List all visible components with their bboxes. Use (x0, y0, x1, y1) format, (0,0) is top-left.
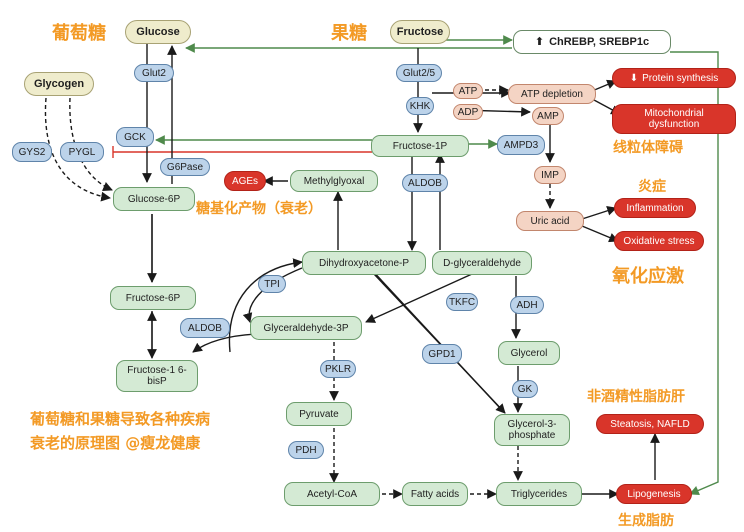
fructose-16-bisp-node: Fructose-1 6-bisP (116, 360, 198, 392)
acetyl-coa-node: Acetyl-CoA (284, 482, 380, 506)
glut25-node: Glut2/5 (396, 64, 442, 82)
arrow-up-icon: ⬆ (534, 35, 545, 48)
glut2-node: Glut2 (134, 64, 174, 82)
glycerol-node: Glycerol (498, 341, 560, 365)
atp-node: ATP (453, 83, 483, 99)
atp-depletion-node: ATP depletion (508, 84, 596, 104)
aldob-left-node: ALDOB (180, 318, 230, 338)
d-glyceraldehyde-node: D-glyceraldehyde (432, 251, 532, 275)
adh-node: ADH (510, 296, 544, 314)
protein-synthesis-label: Protein synthesis (642, 72, 719, 84)
fructose-6p-node: Fructose-6P (110, 286, 196, 310)
inflammation-node: Inflammation (614, 198, 696, 218)
fatty-acids-node: Fatty acids (402, 482, 468, 506)
imp-node: IMP (534, 166, 566, 184)
caption-oxidative-cn: 氧化应激 (612, 266, 684, 287)
triglycerides-node: Triglycerides (496, 482, 582, 506)
glycogen-node: Glycogen (24, 72, 94, 96)
gys2-node: GYS2 (12, 142, 52, 162)
caption-inflammation-cn: 炎症 (638, 179, 666, 195)
gck-node: GCK (116, 127, 154, 147)
caption-ages-cn: 糖基化产物（衰老） (196, 201, 322, 217)
caption-title-line2: 衰老的原理图 @瘦龙健康 (30, 434, 201, 452)
fructose-1p-node: Fructose-1P (371, 135, 469, 157)
chrebp-srebp1c-node: ⬆ ChREBP, SREBP1c (513, 30, 671, 54)
steatosis-nafld-node: Steatosis, NAFLD (596, 414, 704, 434)
caption-title-line1: 葡萄糖和果糖导致各种疾病 (30, 410, 211, 428)
pygl-node: PYGL (60, 142, 104, 162)
protein-synthesis-node: ⬇ Protein synthesis (612, 68, 736, 88)
gk-node: GK (512, 380, 538, 398)
caption-glucose-cn: 葡萄糖 (52, 23, 106, 44)
arrow-chrebp-to-lipogenesis (670, 51, 719, 496)
arrow-down-icon: ⬇ (629, 72, 639, 84)
tpi-node: TPI (258, 275, 286, 293)
oxidative-stress-node: Oxidative stress (614, 231, 704, 251)
chrebp-label: ChREBP, SREBP1c (549, 35, 650, 48)
ampd3-node: AMPD3 (497, 135, 545, 155)
aldob-top-node: ALDOB (402, 174, 448, 192)
khk-node: KHK (406, 97, 434, 115)
glyceraldehyde-3p-node: Glyceraldehyde-3P (250, 316, 362, 340)
ages-node: AGEs (224, 171, 266, 191)
pyruvate-node: Pyruvate (286, 402, 352, 426)
g6pase-node: G6Pase (160, 158, 210, 176)
tkfc-node: TKFC (446, 293, 478, 311)
gpd1-node: GPD1 (422, 344, 462, 364)
adp-node: ADP (453, 104, 483, 120)
glucose-node: Glucose (125, 20, 191, 44)
glucose-6p-node: Glucose-6P (113, 187, 195, 211)
caption-mitochondria-cn: 线粒体障碍 (613, 140, 683, 156)
caption-nafld-cn: 非酒精性脂肪肝 (587, 389, 685, 405)
amp-node: AMP (532, 107, 564, 125)
uric-acid-node: Uric acid (516, 211, 584, 231)
pdh-node: PDH (288, 441, 324, 459)
pklr-node: PKLR (320, 360, 356, 378)
glycerol-3-phosphate-node: Glycerol-3- phosphate (494, 414, 570, 446)
dihydroxyacetone-p-node: Dihydroxyacetone-P (302, 251, 426, 275)
caption-lipogenesis-cn: 生成脂肪 (618, 513, 674, 529)
mitochondrial-dysfunction-node: Mitochondrial dysfunction (612, 104, 736, 134)
fructose-node: Fructose (390, 20, 450, 44)
caption-fructose-cn: 果糖 (331, 23, 367, 44)
lipogenesis-node: Lipogenesis (616, 484, 692, 504)
methylglyoxal-node: Methylglyoxal (290, 170, 378, 192)
